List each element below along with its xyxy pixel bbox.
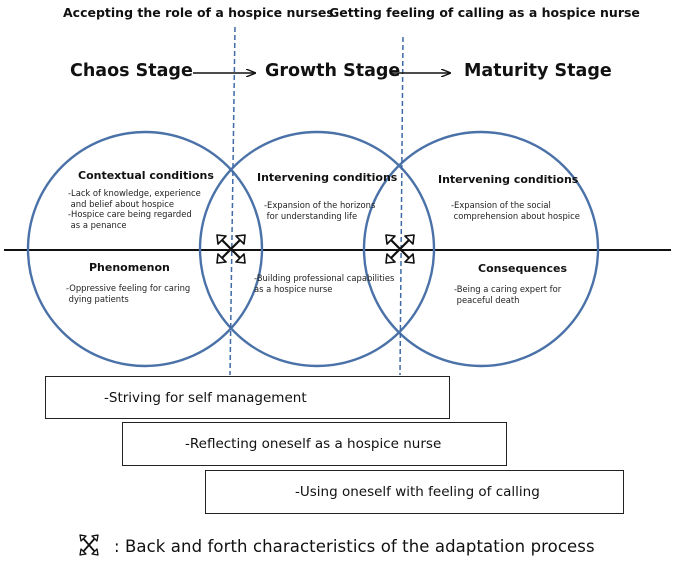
intervening-conditions-title-right: Intervening conditions [438,173,579,186]
bidirectional-arrows-icon [79,534,99,556]
chaos-stage-label: Chaos Stage [70,61,193,81]
strategy-text: -Reflecting oneself as a hospice nurse [185,436,442,452]
dashed-divider-right [399,36,404,376]
strategy-text: -Striving for self management [104,389,307,406]
intervening-conditions-text-middle: -Expansion of the horizons for understan… [264,200,376,221]
growth-stage-circle [198,130,436,368]
strategy-box-reflecting-oneself: -Reflecting oneself as a hospice nurse [122,422,507,466]
phenomenon-text: -Oppressive feeling for caring dying pat… [66,283,191,304]
contextual-conditions-text: -Lack of knowledge, experience and belie… [68,188,201,230]
intervening-conditions-text-right: -Expansion of the social comprehension a… [451,200,580,221]
dashed-divider-left [229,26,236,376]
strategy-text: -Using oneself with feeling of calling [295,484,540,500]
consequences-text: -Being a caring expert for peaceful deat… [454,284,562,305]
maturity-stage-circle [362,130,600,368]
consequences-title: Consequences [478,262,567,275]
phase-label-accepting-role: Accepting the role of a hospice nurses [63,5,334,20]
professional-capabilities-text: -Building professional capabilities as a… [254,273,395,294]
intervening-conditions-title-middle: Intervening conditions [257,171,398,184]
maturity-stage-label: Maturity Stage [464,61,612,81]
legend-text: : Back and forth characteristics of the … [114,537,595,556]
phenomenon-title: Phenomenon [89,261,170,274]
strategy-box-self-management: -Striving for self management [45,376,450,419]
chaos-stage-circle [26,130,264,368]
growth-stage-label: Growth Stage [265,61,401,81]
bidirectional-arrows-icon [385,234,415,264]
contextual-conditions-title: Contextual conditions [78,169,214,182]
strategy-box-feeling-of-calling: -Using oneself with feeling of calling [205,470,624,514]
phase-label-feeling-of-calling: Getting feeling of calling as a hospice … [329,5,640,20]
bidirectional-arrows-icon [216,234,246,264]
